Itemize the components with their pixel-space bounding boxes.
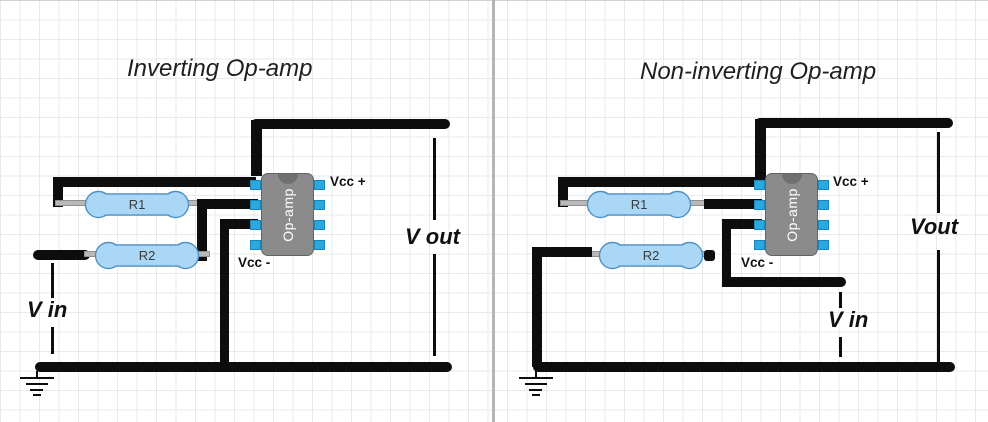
chip-pin [250, 240, 261, 250]
chip-pin [314, 200, 325, 210]
ground-bar [26, 383, 48, 385]
right-r2-terminal-stub [704, 250, 715, 261]
chip-pin [754, 240, 765, 250]
chip-label: Op-amp [279, 187, 296, 242]
ground-symbol [535, 371, 537, 378]
left-ground-wire-vertical [220, 219, 229, 367]
resistor-r2-left[interactable]: R2 [94, 241, 200, 270]
left-ground-rail [35, 362, 452, 372]
left-vin-probe-line-upper [51, 263, 54, 298]
chip-notch-icon [781, 174, 802, 184]
opamp-chip-right[interactable]: Op-amp [754, 173, 829, 256]
chip-pin [754, 200, 765, 210]
panel-divider [492, 0, 495, 422]
chip-pin [818, 180, 829, 190]
right-feedback-wire-horizontal [558, 177, 760, 187]
left-noninverting-input-wire [221, 219, 258, 229]
ground-symbol [36, 371, 38, 378]
right-noninverting-input-wire [722, 219, 762, 229]
left-output-wire-vertical [251, 120, 262, 176]
chip-pin [754, 220, 765, 230]
right-vin-label: V in [828, 307, 869, 332]
chip-notch-icon [277, 174, 298, 184]
left-inverting-input-wire [202, 199, 258, 209]
chip-pin [250, 180, 261, 190]
chip-pin [314, 240, 325, 250]
ground-bar [529, 389, 542, 391]
left-feedback-wire-horizontal [53, 177, 256, 187]
left-vcc-minus-label: Vcc - [238, 255, 271, 270]
ground-bar [519, 377, 553, 379]
resistor-r2-right[interactable]: R2 [598, 241, 704, 270]
ground-bar [525, 383, 547, 385]
left-vin-probe-line-lower [51, 327, 54, 354]
right-vout-probe-line-lower [937, 250, 940, 362]
chip-pin [314, 180, 325, 190]
chip-body: Op-amp [765, 173, 818, 256]
right-inverting-input-wire [704, 199, 762, 209]
resistor-r2-label: R2 [139, 248, 156, 263]
ground-bar [33, 394, 41, 396]
left-vin-label: V in [27, 297, 68, 322]
chip-pin [314, 220, 325, 230]
left-vout-probe-line-lower [433, 254, 436, 356]
right-output-wire-vertical [755, 119, 766, 188]
chip-body: Op-amp [261, 173, 314, 256]
left-input-stub-wire [33, 250, 90, 260]
left-r1-r2-junction-wire [197, 199, 207, 261]
right-ground-rail [533, 362, 955, 372]
ground-bar [532, 394, 540, 396]
resistor-r1-left[interactable]: R1 [84, 190, 190, 219]
right-input-wire-vertical [722, 219, 731, 287]
chip-pin [250, 200, 261, 210]
left-vout-label: V out [405, 224, 460, 249]
resistor-r1-label: R1 [129, 197, 146, 212]
right-vout-probe-line-upper [937, 132, 940, 213]
right-vout-label: Vout [910, 214, 959, 239]
right-vcc-plus-label: Vcc + [833, 174, 869, 189]
right-input-wire-horizontal [722, 277, 846, 287]
chip-pin [818, 240, 829, 250]
left-vcc-plus-label: Vcc + [330, 174, 366, 189]
right-r2-ground-wire-horizontal [532, 247, 592, 257]
right-vin-probe-line-upper [839, 292, 842, 308]
chip-pin [754, 180, 765, 190]
right-r2-ground-wire-vertical [532, 247, 542, 367]
left-output-wire-top [251, 119, 450, 129]
opamp-chip-left[interactable]: Op-amp [250, 173, 325, 256]
chip-pin [818, 220, 829, 230]
left-vout-probe-line-upper [433, 138, 436, 220]
resistor-r1-label: R1 [631, 197, 648, 212]
resistor-r2-label: R2 [643, 248, 660, 263]
right-output-wire-top [755, 118, 953, 128]
left-feedback-wire-vertical [53, 177, 63, 207]
ground-bar [30, 389, 43, 391]
right-vcc-minus-label: Vcc - [741, 255, 774, 270]
left-circuit-title: Inverting Op-amp [127, 55, 313, 82]
right-circuit-title: Non-inverting Op-amp [640, 58, 877, 85]
resistor-r1-right[interactable]: R1 [586, 190, 692, 219]
chip-label: Op-amp [783, 187, 800, 242]
chip-pin [250, 220, 261, 230]
chip-pin [818, 200, 829, 210]
right-feedback-wire-vertical [558, 177, 568, 207]
ground-bar [20, 377, 54, 379]
right-vin-probe-line-lower [839, 337, 842, 357]
